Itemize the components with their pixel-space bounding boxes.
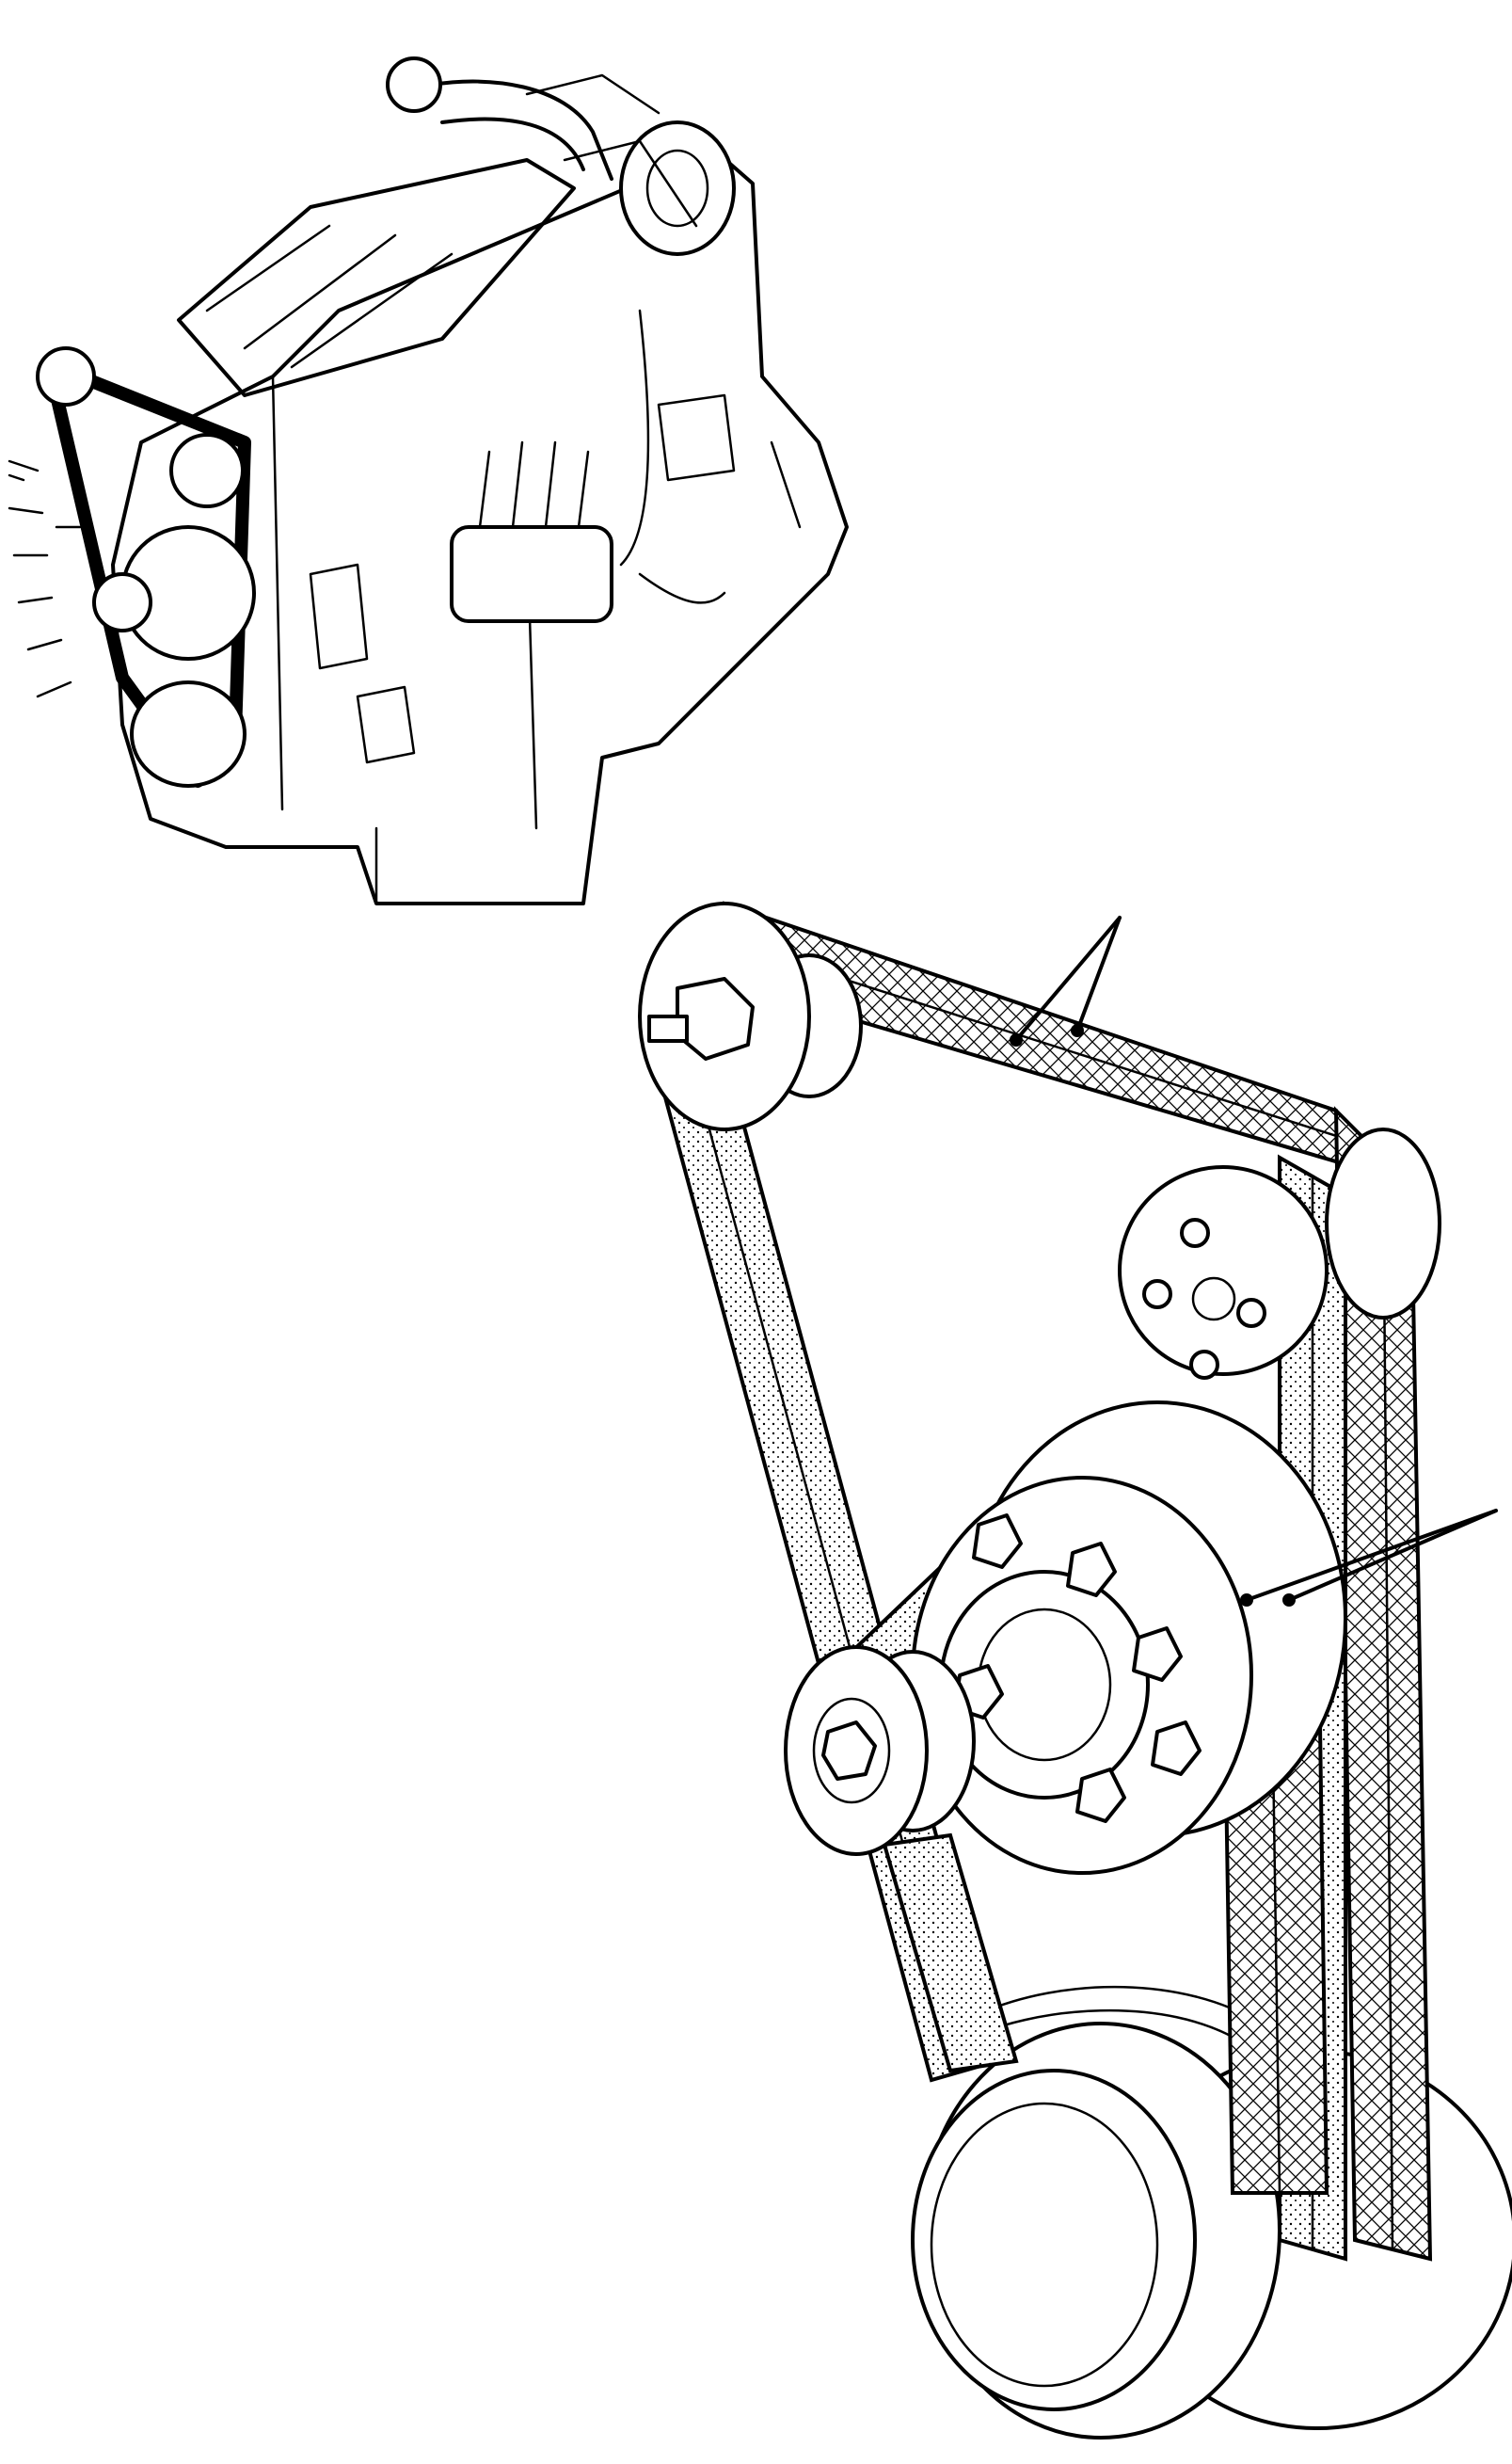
water-pump-pulley <box>911 1400 1347 1875</box>
alternator-belt-lower <box>882 1832 1019 2073</box>
fan-pulley <box>1118 1128 1441 1380</box>
hex-nut-icon <box>821 1720 877 1781</box>
bolt-icon <box>1142 1279 1172 1309</box>
overview-crank-pulley <box>130 680 247 788</box>
oil-pan <box>374 756 604 905</box>
overview-fan-pulley <box>169 433 245 508</box>
callout-lower <box>1240 1509 1498 1607</box>
bolt-icon <box>1236 1298 1266 1328</box>
valve-cover <box>177 158 576 397</box>
fan-dashes <box>8 459 82 698</box>
bolt-icon <box>1132 1626 1183 1682</box>
filler-cap-icon <box>386 56 442 113</box>
callout-upper <box>1010 916 1122 1047</box>
overview-alternator-pulley <box>36 346 96 407</box>
bolt-icon <box>1075 1768 1126 1823</box>
bolt-icon <box>972 1513 1023 1569</box>
tension-pulley <box>638 902 863 1131</box>
bolt-icon <box>1151 1720 1202 1776</box>
bolt-icon <box>1066 1542 1117 1597</box>
belt-drive-detail <box>638 901 1512 2440</box>
alternator-pulley <box>784 1645 976 1856</box>
bolt-icon <box>1189 1350 1219 1380</box>
bolt-icon <box>1180 1218 1210 1248</box>
turbo-pipe <box>431 79 613 181</box>
overview-idler-pulley <box>92 572 152 632</box>
bolt-icon <box>647 1015 689 1043</box>
engine-overview <box>8 56 849 905</box>
injection-pump-icon <box>450 525 613 623</box>
